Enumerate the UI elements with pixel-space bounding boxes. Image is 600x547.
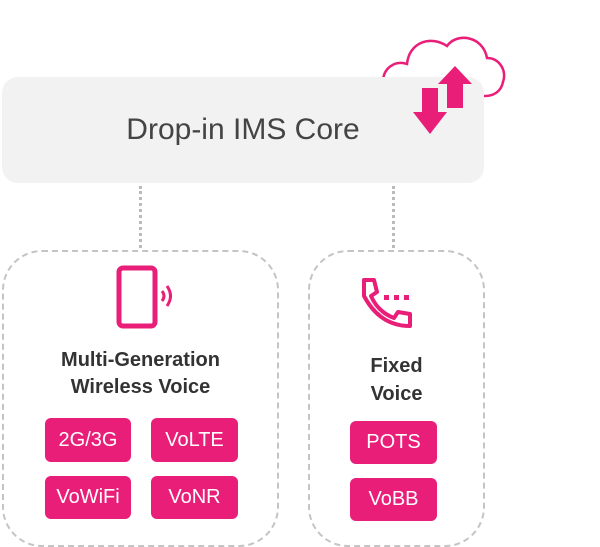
connector-line-fixed [392,186,395,248]
ims-core-label: Drop-in IMS Core [126,113,360,146]
fixed-voice-panel [308,250,485,547]
badge-2g-3g: 2G/3G [45,418,131,462]
badge-volte: VoLTE [151,418,238,462]
fixed-title-line2: Voice [370,383,423,405]
ims-core-box [2,77,484,183]
badge-vonr: VoNR [151,476,238,519]
wireless-voice-panel [2,250,279,547]
cloud-icon [381,36,506,98]
badge-pots: POTS [350,421,437,464]
wireless-title-line2: Wireless Voice [70,376,211,398]
badge-vowifi: VoWiFi [45,476,131,519]
wireless-title-line1: Multi-Generation [61,349,220,371]
mobile-phone-icon [116,265,172,329]
landline-phone-icon [362,278,412,328]
fixed-title-line1: Fixed [370,355,423,377]
connector-line-wireless [139,186,142,248]
badge-vobb: VoBB [350,478,437,521]
sync-arrows-icon [413,66,472,134]
